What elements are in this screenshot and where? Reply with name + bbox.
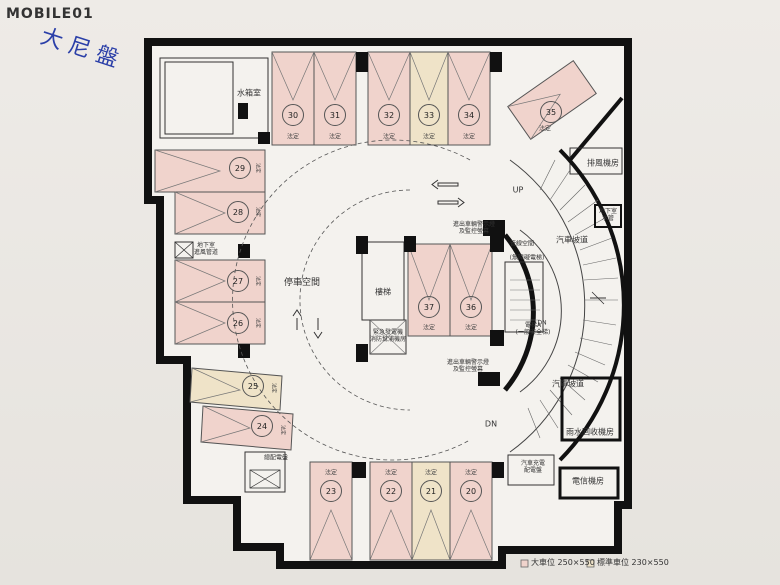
elevator-a-label: 電梯A (一般安全梯): [515, 322, 551, 336]
ramp: [503, 148, 626, 462]
legal-mark: 法定: [254, 206, 261, 218]
bottom-parking-row: [309, 461, 504, 561]
rain-room: [560, 376, 622, 442]
legend-large-label: 大車位 250×550: [531, 558, 595, 567]
space-number: 21: [420, 480, 442, 502]
space-36: [449, 243, 493, 337]
legal-mark: 法定: [324, 469, 338, 477]
left-parking: [154, 149, 266, 358]
space-number: 20: [460, 480, 482, 502]
legal-mark: 法定: [422, 133, 436, 141]
legal-mark: 法定: [462, 133, 476, 141]
legend-large-swatch: [520, 559, 529, 568]
legend-large: 大車位 250×550: [531, 557, 595, 568]
legal-mark: 法定: [328, 133, 342, 141]
space-number: 35: [540, 101, 562, 123]
space-number: 33: [418, 104, 440, 126]
meter-room: [244, 451, 286, 493]
space-number: 32: [378, 104, 400, 126]
space-number: 34: [458, 104, 480, 126]
meter-label: 總配電盤: [263, 454, 289, 462]
ev-panel: [507, 454, 555, 486]
legal-mark: 法定: [254, 317, 261, 329]
space-number: 28: [227, 201, 249, 223]
ramp-up-label: 汽車坡道: [556, 235, 588, 245]
legal-mark: 法定: [270, 382, 277, 394]
space-27: [174, 259, 266, 303]
space-number: 24: [251, 415, 273, 437]
space-25: [189, 367, 283, 411]
space-number: 36: [460, 296, 482, 318]
space-28: [174, 191, 266, 235]
fire-shaft-label: 地下室 水管: [598, 208, 618, 222]
space-number: 27: [227, 270, 249, 292]
basement-air: [594, 204, 622, 228]
legal-mark: 法定: [422, 324, 436, 332]
legal-mark: 法定: [279, 424, 286, 436]
space-number: 23: [320, 480, 342, 502]
space-26: [174, 301, 266, 345]
space-number: 30: [282, 104, 304, 126]
legend-standard-swatch: [586, 559, 595, 568]
water-tank: [164, 61, 234, 135]
top-parking-row: [258, 51, 502, 146]
legal-mark: 法定: [254, 275, 261, 287]
manage-label: 管線空間: [509, 240, 535, 248]
central-core: [356, 236, 504, 362]
dn-label: DN: [484, 419, 498, 429]
elevator-box: [504, 261, 544, 333]
parking-space-label: 停車空間: [283, 277, 321, 288]
space-number: 37: [418, 296, 440, 318]
space-number: 22: [380, 480, 402, 502]
dn-label-inner: DN: [537, 319, 547, 327]
space-number: 25: [242, 375, 264, 397]
stair-room: [361, 241, 405, 321]
exhaust-wall: [568, 96, 624, 162]
legal-mark: 法定: [254, 162, 261, 174]
space-35: [507, 59, 597, 141]
signal-light-bottom: [478, 372, 500, 386]
elevator-hall-label: (無障礙電梯): [509, 254, 545, 262]
legal-mark: 法定: [464, 469, 478, 477]
ramp-down-label: 汽車坡道: [552, 379, 584, 389]
legend-standard: 標準車位 230×550: [597, 557, 669, 568]
water-tank-pillar: [238, 103, 248, 119]
legend-standard-label: 標準車位 230×550: [597, 558, 669, 567]
circulation-arc: [232, 139, 471, 461]
telecom-label: 電信機房: [572, 476, 604, 486]
signal-top-label: 進出車輛警示燈 及監控螢幕: [452, 221, 496, 235]
meter-box: [249, 469, 281, 489]
space-24: [200, 405, 294, 451]
ev-panel-label: 汽車充電 配電盤: [520, 460, 546, 474]
stairs-label: 樓梯: [375, 287, 391, 297]
space-37: [407, 243, 451, 337]
exhaust-label: 排風機房: [587, 158, 619, 168]
legal-mark: 法定: [538, 125, 552, 133]
arrows: [292, 179, 465, 339]
signal-bottom-label: 進出車輛警示燈 及監控螢幕: [446, 359, 490, 373]
space-number: 31: [324, 104, 346, 126]
telecom-room: [558, 466, 620, 500]
sprinkler-label: 緊急發電機 消防幫浦機房: [369, 329, 407, 343]
space-number: 29: [229, 157, 251, 179]
up-label: UP: [512, 185, 524, 195]
rain-room-label: 雨水回收機房: [566, 427, 614, 437]
legal-mark: 法定: [464, 324, 478, 332]
mobile01-logo: MOBILE01: [6, 6, 94, 22]
legal-mark: 法定: [382, 133, 396, 141]
legal-mark: 法定: [424, 469, 438, 477]
legal-mark: 法定: [384, 469, 398, 477]
water-tank-label: 水箱室: [237, 88, 261, 98]
slanted-parking: [189, 367, 294, 451]
signal-light-top: [483, 220, 505, 236]
space-number: 26: [227, 312, 249, 334]
legal-mark: 法定: [286, 133, 300, 141]
basement-intake-label: 地下室 進風管道: [193, 242, 219, 256]
